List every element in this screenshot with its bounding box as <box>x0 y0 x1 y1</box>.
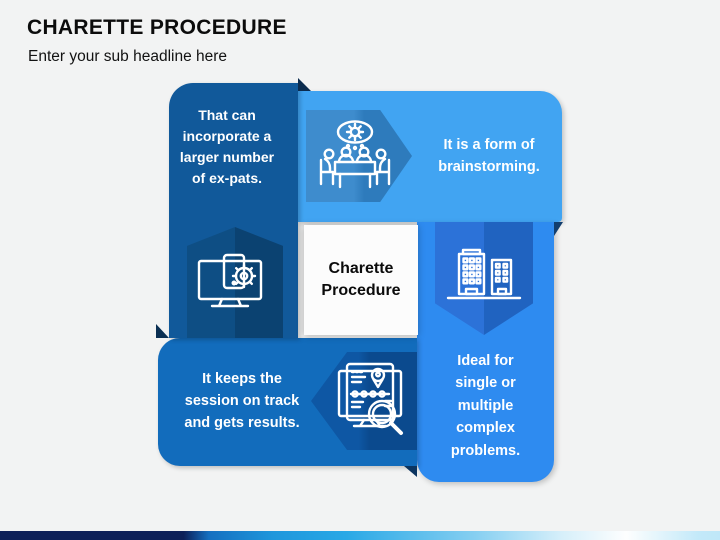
block-session-track: It keeps the session on track and gets r… <box>158 338 417 466</box>
block-complex-problems: Ideal for single or multiple complex pro… <box>417 222 554 482</box>
chevron-right-shape <box>306 110 412 202</box>
block-brainstorming-text: It is a form of brainstorming. <box>438 136 540 175</box>
footer-gradient-bar <box>0 531 720 540</box>
fold-notch-top-right <box>554 222 563 236</box>
devices-gear-icon <box>197 253 263 308</box>
fold-notch-bottom-right <box>404 466 417 477</box>
block-complex-problems-text: Ideal for single or multiple complex pro… <box>450 353 521 459</box>
route-search-icon <box>337 362 403 435</box>
pennant-down-shape <box>435 222 533 335</box>
page-subtitle: Enter your sub headline here <box>28 48 228 65</box>
block-brainstorming: It is a form of brainstorming. <box>298 91 562 222</box>
meeting-brainstorm-icon <box>319 120 391 189</box>
fold-notch-bottom-left <box>156 324 169 338</box>
block-expats-text: That can incorporate a larger number of … <box>179 107 275 186</box>
chevron-left-shape <box>311 352 417 450</box>
center-title-box: Charette Procedure <box>304 225 418 335</box>
block-expats: That can incorporate a larger number of … <box>169 83 298 338</box>
buildings-icon <box>446 248 522 300</box>
center-title-text: Charette Procedure <box>321 260 401 299</box>
pennant-up-shape <box>187 227 283 338</box>
fold-notch-top-left <box>298 78 311 91</box>
block-session-track-text: It keeps the session on track and gets r… <box>184 371 300 431</box>
page-title: CHARETTE PROCEDURE <box>27 16 287 39</box>
